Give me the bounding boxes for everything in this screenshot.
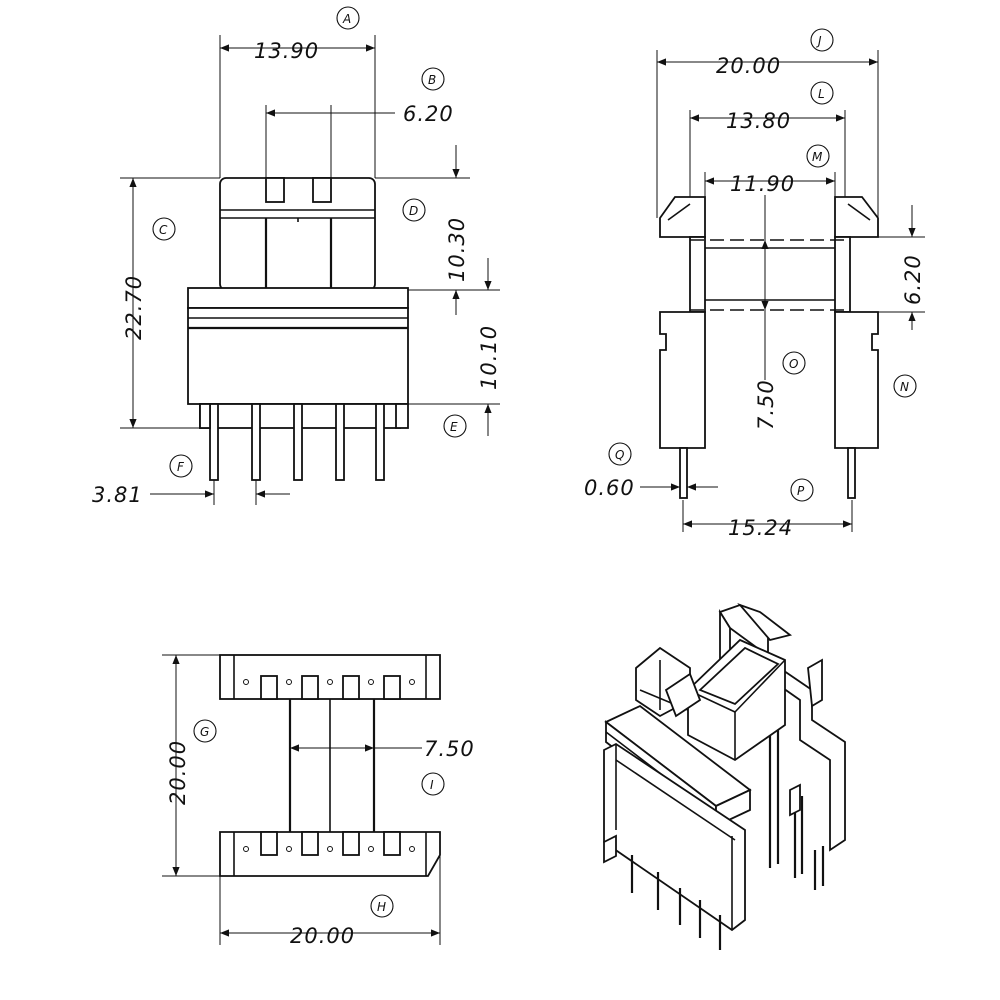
- svg-text:Q: Q: [615, 448, 624, 462]
- dim-20-00-top-vertical: 20.00: [166, 740, 190, 805]
- svg-text:F: F: [177, 460, 185, 474]
- svg-text:I: I: [430, 778, 434, 792]
- callout-e: E: [443, 414, 467, 438]
- dim-10-30: 10.30: [445, 217, 469, 282]
- dim-15-24: 15.24: [728, 516, 793, 540]
- isometric-view: [603, 603, 846, 950]
- svg-text:M: M: [812, 150, 823, 164]
- side-view: 20.00 13.80 11.90 6.20 7.50 0.60 15.24 J…: [584, 28, 925, 540]
- dim-0-60: 0.60: [584, 476, 635, 500]
- svg-text:A: A: [342, 12, 351, 26]
- callout-h: H: [370, 894, 394, 918]
- svg-text:L: L: [818, 87, 825, 101]
- svg-text:O: O: [789, 357, 798, 371]
- svg-text:G: G: [200, 725, 209, 739]
- svg-text:E: E: [450, 420, 458, 434]
- callout-m: M: [806, 144, 830, 168]
- dim-6-20-front: 6.20: [403, 102, 454, 126]
- svg-text:N: N: [900, 380, 909, 394]
- callout-f: F: [169, 454, 193, 478]
- dim-22-70: 22.70: [122, 275, 146, 340]
- dim-13-90: 13.90: [254, 39, 319, 63]
- callout-p: P: [790, 478, 814, 502]
- callout-o: O: [782, 351, 806, 375]
- svg-text:H: H: [377, 900, 386, 914]
- svg-text:P: P: [797, 484, 805, 498]
- callout-b: B: [421, 67, 445, 91]
- callout-i: I: [421, 772, 445, 796]
- dim-20-00-top-horizontal: 20.00: [290, 924, 355, 948]
- callout-n: N: [893, 374, 917, 398]
- callout-d: D: [402, 198, 426, 222]
- dim-10-10: 10.10: [477, 325, 501, 390]
- callout-c: C: [152, 217, 176, 241]
- dim-20-00-side: 20.00: [716, 54, 781, 78]
- dim-7-50-side: 7.50: [754, 379, 778, 430]
- dim-13-80: 13.80: [726, 109, 791, 133]
- callout-q: Q: [608, 442, 632, 466]
- svg-text:J: J: [816, 34, 822, 48]
- top-view: 20.00 7.50 20.00 G I H: [162, 654, 475, 948]
- dim-6-20-side: 6.20: [901, 254, 925, 305]
- dim-3-81: 3.81: [92, 483, 143, 507]
- svg-text:D: D: [409, 204, 418, 218]
- svg-text:C: C: [159, 223, 168, 237]
- svg-text:B: B: [428, 73, 436, 87]
- callout-l: L: [810, 81, 834, 105]
- dim-11-90: 11.90: [730, 172, 795, 196]
- dim-7-50-top: 7.50: [424, 737, 475, 761]
- callout-a: A: [336, 6, 360, 30]
- callout-g: G: [193, 719, 217, 743]
- front-view: 13.90 6.20 22.70 10.30 10.10 3.81 A B C …: [92, 6, 501, 507]
- callout-j: J: [810, 28, 834, 52]
